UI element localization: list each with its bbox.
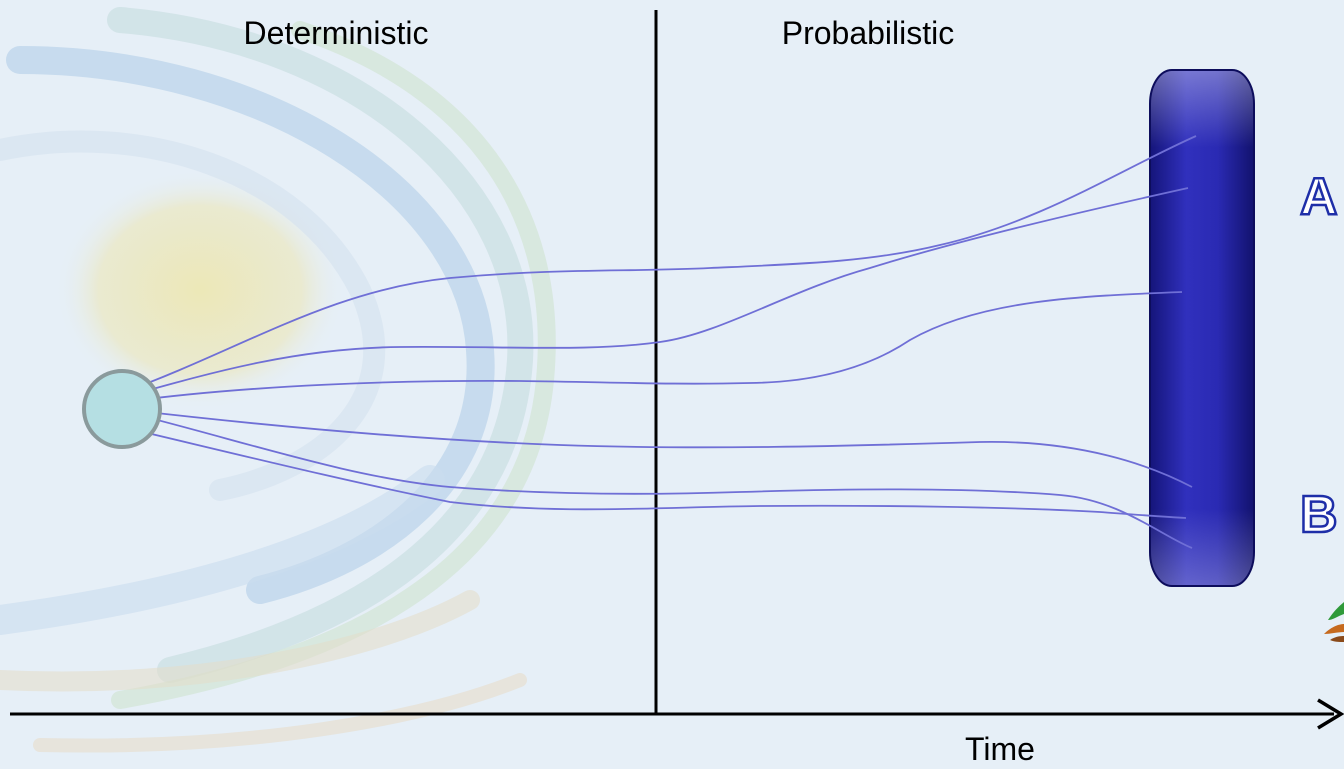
swirl-arc: [0, 590, 480, 692]
outcome-barrier: [1149, 69, 1255, 587]
background-decoration: [0, 7, 556, 753]
swirl-arc: [0, 465, 445, 635]
trajectory-line: [129, 409, 1193, 488]
arrow-right-icon: [1317, 698, 1344, 730]
swirl-arc: [33, 673, 527, 753]
partial-logo-icon: [1324, 602, 1344, 642]
trajectory-line: [121, 426, 1187, 519]
trajectory-line: [123, 135, 1197, 393]
trajectory-line: [123, 187, 1189, 398]
trajectory-line: [125, 411, 1193, 549]
outcome-b-label: B: [1300, 486, 1338, 544]
deterministic-label: Deterministic: [244, 15, 429, 51]
trajectories: [121, 135, 1197, 549]
outcome-a-label: A: [1300, 168, 1338, 226]
swirl-arc: [107, 7, 534, 683]
time-axis-label: Time: [965, 731, 1035, 767]
trajectory-line: [123, 291, 1183, 403]
swirl-arc: [6, 46, 495, 604]
swirl-arc: [0, 130, 386, 501]
sun-shape: [55, 170, 345, 410]
probabilistic-label: Probabilistic: [782, 15, 955, 51]
initial-state-circle: [82, 369, 162, 449]
